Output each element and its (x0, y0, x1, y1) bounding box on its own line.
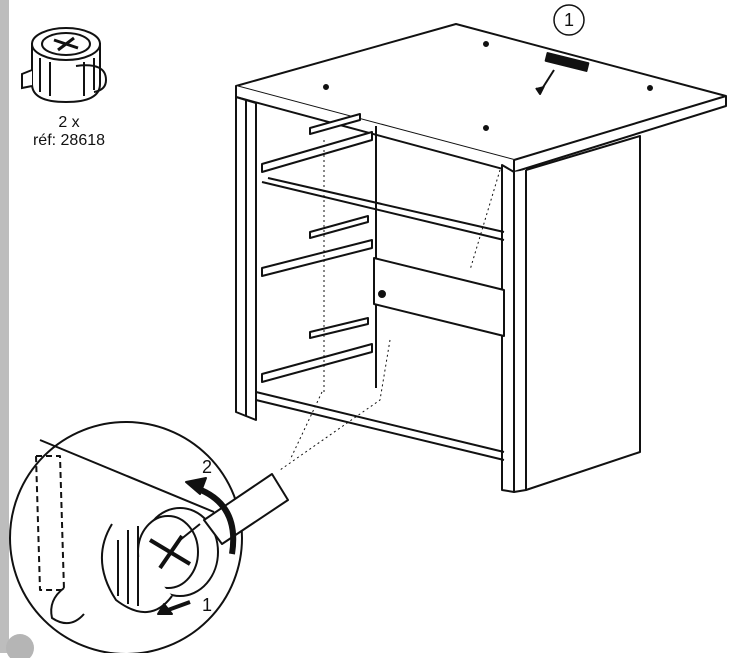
page-number-badge (6, 634, 34, 658)
left-side-panel (235, 96, 257, 421)
cam-lock-fitting-icon (21, 27, 108, 104)
drawer-runners (261, 113, 373, 383)
right-side-panel (501, 135, 641, 493)
arrow-icon (167, 600, 191, 612)
step-callout: 1 (552, 3, 586, 37)
part-quantity: 2 x (58, 114, 80, 131)
part-callout: 2 x réf: 28618 (14, 6, 124, 166)
part-reference: réf: 28618 (32, 132, 106, 149)
left-margin-bar (0, 0, 9, 653)
callout-circle (553, 4, 585, 36)
push-label: 1 (202, 595, 213, 615)
step-number: 1 (563, 10, 574, 30)
turn-label: 2 (202, 457, 213, 477)
detail-magnifier (9, 421, 289, 653)
rotate-arrow-icon (194, 485, 237, 555)
screwdriver-icon (203, 473, 289, 545)
